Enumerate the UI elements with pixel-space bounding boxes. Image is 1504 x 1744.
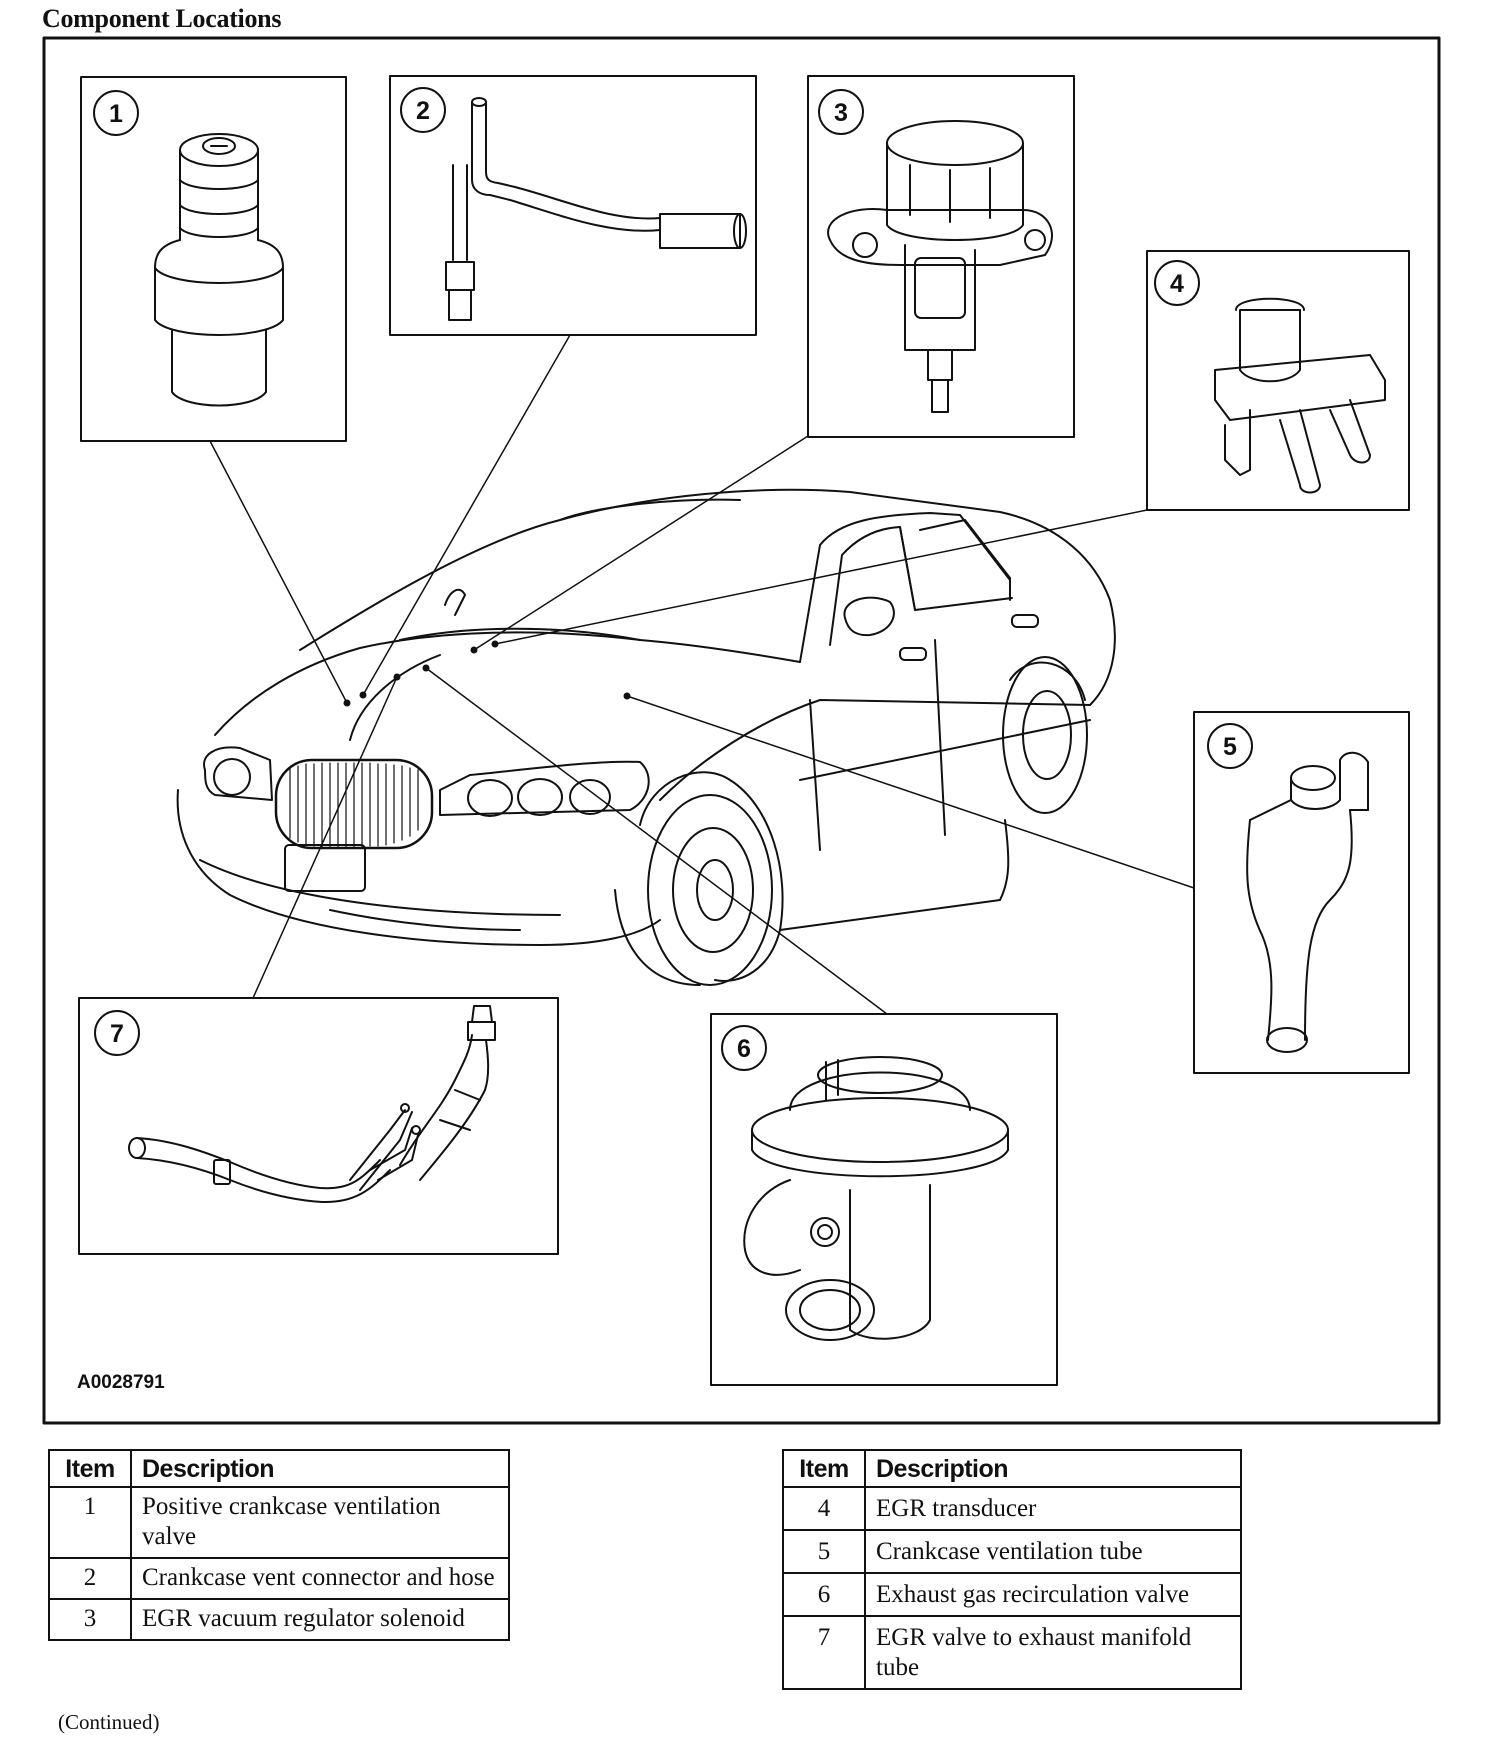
- callout-7: [94, 1010, 140, 1056]
- panel-2-vent-connector-hose: [389, 75, 757, 336]
- callout-1-label: 1: [109, 100, 123, 128]
- item-description: Positive crankcase ventilation valve: [130, 1486, 510, 1559]
- item-description: Crankcase ventilation tube: [864, 1529, 1242, 1574]
- legend-table-left: Item Description 1 Positive crankcase ve…: [48, 1449, 510, 1641]
- continued-note: (Continued): [58, 1710, 160, 1734]
- callout-2-label: 2: [416, 97, 430, 125]
- callout-4-label: 4: [1170, 270, 1184, 298]
- item-description: EGR valve to exhaust manifold tube: [864, 1615, 1242, 1690]
- item-description: EGR vacuum regulator solenoid: [130, 1598, 510, 1641]
- panel-7-egr-exhaust-manifold-tube: [78, 997, 559, 1255]
- item-number: 2: [48, 1557, 132, 1600]
- panel-5-crankcase-ventilation-tube: [1193, 711, 1410, 1074]
- callout-markers: [93, 87, 1253, 1071]
- diagram-frame: [42, 36, 1441, 1425]
- callout-2: [400, 87, 446, 133]
- item-header: Item: [782, 1449, 866, 1488]
- item-description: Crankcase vent connector and hose: [130, 1557, 510, 1600]
- callout-3-label: 3: [834, 99, 848, 127]
- callout-1: [93, 90, 139, 136]
- callout-6: [721, 1025, 767, 1071]
- table-row: 2 Crankcase vent connector and hose: [48, 1557, 510, 1600]
- description-header: Description: [864, 1449, 1242, 1488]
- callout-3: [818, 89, 864, 135]
- item-description: EGR transducer: [864, 1486, 1242, 1531]
- item-number: 1: [48, 1486, 132, 1559]
- table-row: 3 EGR vacuum regulator solenoid: [48, 1598, 510, 1641]
- table-row: 7 EGR valve to exhaust manifold tube: [782, 1615, 1242, 1690]
- panel-6-egr-valve: [710, 1013, 1058, 1386]
- callout-6-label: 6: [737, 1035, 751, 1063]
- description-header: Description: [130, 1449, 510, 1488]
- table-row: 6 Exhaust gas recirculation valve: [782, 1572, 1242, 1617]
- item-number: 4: [782, 1486, 866, 1531]
- leader-lines: [209, 334, 1195, 1015]
- panel-1-pcv-valve: [80, 76, 347, 442]
- car-illustration: [176, 488, 1116, 986]
- panel-3-egr-vacuum-regulator-solenoid: [807, 75, 1075, 438]
- legend-table-right: Item Description 4 EGR transducer 5 Cran…: [782, 1449, 1242, 1690]
- item-description: Exhaust gas recirculation valve: [864, 1572, 1242, 1617]
- table-row: 1 Positive crankcase ventilation valve: [48, 1486, 510, 1559]
- callout-4: [1154, 260, 1200, 306]
- location-dots: [343, 640, 631, 707]
- table-row: 4 EGR transducer: [782, 1486, 1242, 1531]
- callout-5: [1207, 723, 1253, 769]
- item-number: 3: [48, 1598, 132, 1641]
- item-number: 5: [782, 1529, 866, 1574]
- callout-5-label: 5: [1223, 733, 1237, 761]
- table-header-row: Item Description: [48, 1449, 510, 1488]
- item-number: 7: [782, 1615, 866, 1690]
- item-number: 6: [782, 1572, 866, 1617]
- callout-7-label: 7: [110, 1020, 124, 1048]
- item-header: Item: [48, 1449, 132, 1488]
- figure-code: A0028791: [77, 1372, 165, 1393]
- table-row: 5 Crankcase ventilation tube: [782, 1529, 1242, 1574]
- page-title: Component Locations: [42, 4, 282, 33]
- table-header-row: Item Description: [782, 1449, 1242, 1488]
